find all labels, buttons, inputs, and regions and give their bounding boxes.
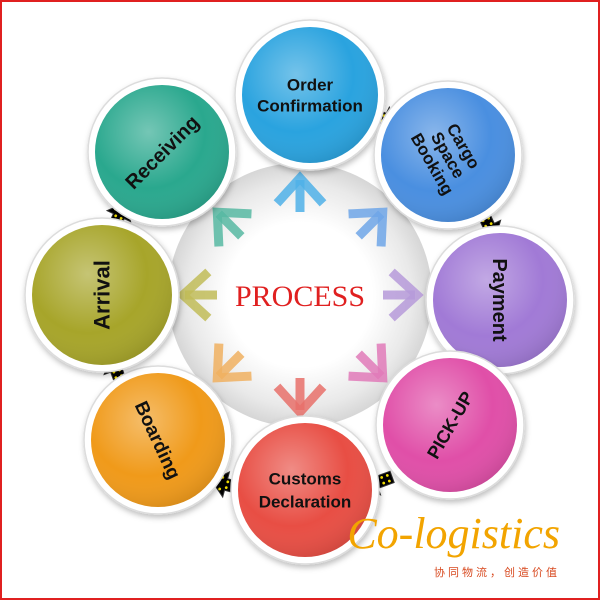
step-circle-gloss [91,373,225,507]
radial-arrow-icon [212,343,252,383]
radial-arrow-icon [383,268,424,322]
radial-arrows [176,171,424,419]
step-circle-gloss [433,233,567,367]
step-circle-gloss [242,27,378,163]
radial-arrow-icon [273,378,327,419]
step-circle-2: CargoSpaceBooking [373,80,523,230]
brand-slogan: 协同物流，创造价值 [434,565,560,579]
radial-arrow-icon [348,207,388,247]
step-circle-gloss [381,88,515,222]
radial-arrow-icon [348,343,388,383]
radial-arrow-icon [273,171,327,212]
step-circle-gloss [238,423,372,557]
radial-arrow-icon [212,207,252,247]
radial-arrow-icon [176,268,217,322]
step-circle-gloss [95,85,229,219]
step-circle-gloss [383,358,517,492]
step-label: Payment [488,258,510,342]
step-label: Arrival [90,260,115,330]
step-circle-7: Arrival [24,217,180,373]
step-circle-3: Payment [425,225,575,375]
brand-name: Co-logistics [347,509,560,558]
center-label: PROCESS [235,280,365,313]
step-circle-gloss [32,225,172,365]
center-hub [232,227,368,363]
step-circle-6: Boarding [83,365,233,515]
step-circle-8: Receiving [87,77,237,227]
step-circle-4: PICK-UP [375,350,525,500]
